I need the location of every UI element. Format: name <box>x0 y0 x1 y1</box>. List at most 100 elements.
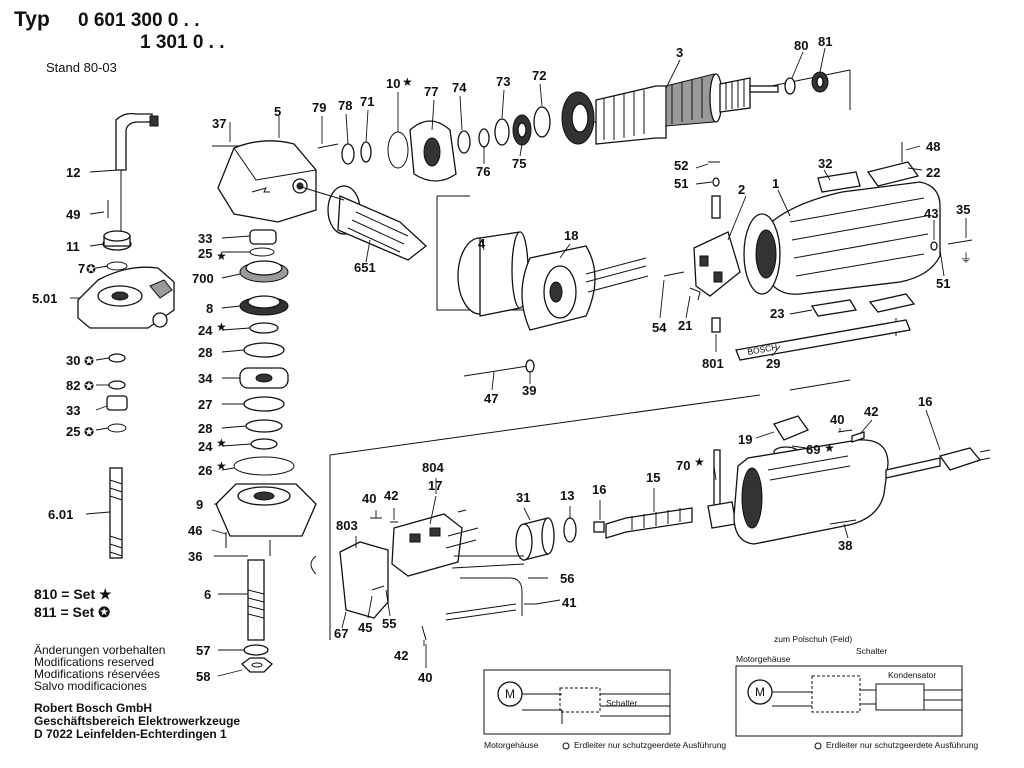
group-part-labels: 12 49 11 7 5.01 30 82 33 25 6.01 37 5 33… <box>32 34 972 685</box>
group-motor-row: BOSCH <box>457 142 973 377</box>
part-label-40-bottom: 40 <box>418 670 432 685</box>
part-label-8: 8 <box>206 301 213 316</box>
circuit-right-erdleiter: Erdleiter nur schutzgeerdete Ausführung <box>826 740 978 750</box>
part-label-42-switch: 42 <box>384 488 398 503</box>
set-circle-82: ✪ <box>84 379 94 393</box>
part-label-36: 36 <box>188 549 202 564</box>
part-label-74: 74 <box>452 80 467 95</box>
group-left-assembly <box>77 112 175 559</box>
part-label-31: 31 <box>516 490 530 505</box>
part-label-80: 80 <box>794 38 808 53</box>
group-center-stack <box>212 140 317 673</box>
part-label-52: 52 <box>674 158 688 173</box>
part-label-35: 35 <box>956 202 970 217</box>
set-legend-star: 810 = Set ★ <box>34 586 112 603</box>
set-star-24a: ★ <box>216 320 227 334</box>
part-label-78: 78 <box>338 98 352 113</box>
part-label-7: 7 <box>78 261 85 276</box>
circuit-right-motor: M <box>755 685 765 699</box>
part-label-4: 4 <box>478 236 486 251</box>
set-star-10: ★ <box>402 75 413 89</box>
part-label-46: 46 <box>188 523 202 538</box>
part-label-21: 21 <box>678 318 692 333</box>
part-label-29: 29 <box>766 356 780 371</box>
part-label-13: 13 <box>560 488 574 503</box>
typ-number-1: 0 601 300 0 . . <box>78 10 200 31</box>
set-star-24b: ★ <box>216 436 227 450</box>
part-label-803: 803 <box>336 518 358 533</box>
part-label-22: 22 <box>926 165 940 180</box>
part-label-12: 12 <box>66 165 80 180</box>
part-label-32: 32 <box>818 156 832 171</box>
part-label-40-switch: 40 <box>362 491 376 506</box>
part-label-42-bottom: 42 <box>394 648 408 663</box>
part-label-10: 10 <box>386 76 400 91</box>
star-icon: ★ <box>99 586 112 602</box>
part-label-28-upper: 28 <box>198 345 212 360</box>
part-label-54: 54 <box>652 320 667 335</box>
part-label-48: 48 <box>926 139 940 154</box>
part-label-33-left: 33 <box>66 403 80 418</box>
set-star-26: ★ <box>216 459 227 473</box>
notes-block: Änderungen vorbehalten Modifications res… <box>34 644 165 692</box>
stand-date: Stand 80-03 <box>46 60 117 75</box>
circuit-left: M Schalter Motorgehäuse Erdleiter nur sc… <box>483 669 726 750</box>
part-label-51-upper: 51 <box>674 176 688 191</box>
part-label-73: 73 <box>496 74 510 89</box>
part-label-71: 71 <box>360 94 374 109</box>
part-label-42-handle: 42 <box>864 404 878 419</box>
part-label-79: 79 <box>312 100 326 115</box>
ground-symbol: ⏚ <box>960 251 972 265</box>
part-label-18: 18 <box>564 228 578 243</box>
circuit-left-erdleiter: Erdleiter nur schutzgeerdete Ausführung <box>574 740 726 750</box>
part-label-16-cord: 16 <box>918 394 932 409</box>
part-label-57: 57 <box>196 643 210 658</box>
part-label-47: 47 <box>484 391 498 406</box>
set-star-25: ★ <box>216 249 227 263</box>
part-label-39: 39 <box>522 383 536 398</box>
part-label-69: 69 <box>806 442 820 457</box>
note-de: Änderungen vorbehalten <box>34 643 166 657</box>
part-label-6-01: 6.01 <box>48 507 73 522</box>
company-name: Robert Bosch GmbH <box>34 701 153 715</box>
part-label-5-01: 5.01 <box>32 291 57 306</box>
part-label-11: 11 <box>66 239 80 254</box>
part-label-56: 56 <box>560 571 574 586</box>
circuit-left-schalter: Schalter <box>606 698 637 708</box>
part-label-9: 9 <box>196 497 203 512</box>
circuit-right-schalter: Schalter <box>856 646 887 656</box>
part-label-40-handle: 40 <box>830 412 844 427</box>
part-label-26: 26 <box>198 463 212 478</box>
circuit-left-motor: M <box>505 687 515 701</box>
circuit-right-polschuh: zum Polschuh <box>774 634 828 644</box>
part-label-25: 25 <box>198 246 212 261</box>
circuit-right-kondensator: Kondensator <box>888 670 936 680</box>
part-label-25-left: 25 <box>66 424 80 439</box>
part-label-1: 1 <box>772 176 779 191</box>
part-label-15: 15 <box>646 470 660 485</box>
typ-label: Typ <box>14 8 50 31</box>
part-label-72: 72 <box>532 68 546 83</box>
part-label-16-sleeve: 16 <box>592 482 606 497</box>
part-label-77: 77 <box>424 84 438 99</box>
part-label-23: 23 <box>770 306 784 321</box>
part-label-75: 75 <box>512 156 526 171</box>
part-label-19: 19 <box>738 432 752 447</box>
part-label-43: 43 <box>924 206 938 221</box>
group-handle <box>297 185 428 261</box>
typ-number-2: 1 301 0 . . <box>140 32 225 53</box>
circuit-right: zum Polschuh (Feld) Schalter Motorgehäus… <box>735 634 978 750</box>
part-label-38: 38 <box>838 538 852 553</box>
set-circle-25: ✪ <box>84 425 94 439</box>
part-label-51-lower: 51 <box>936 276 950 291</box>
circuit-left-motorgehaeuse: Motorgehäuse <box>484 740 539 750</box>
part-label-2: 2 <box>738 182 745 197</box>
group-lower-row <box>310 415 991 641</box>
part-label-49: 49 <box>66 207 80 222</box>
circuit-right-feld: (Feld) <box>830 634 852 644</box>
company-block: Robert Bosch GmbH Geschäftsbereich Elekt… <box>34 702 240 741</box>
note-fr: Modifications réservées <box>34 667 161 681</box>
part-label-82: 82 <box>66 378 80 393</box>
part-label-700: 700 <box>192 271 214 286</box>
